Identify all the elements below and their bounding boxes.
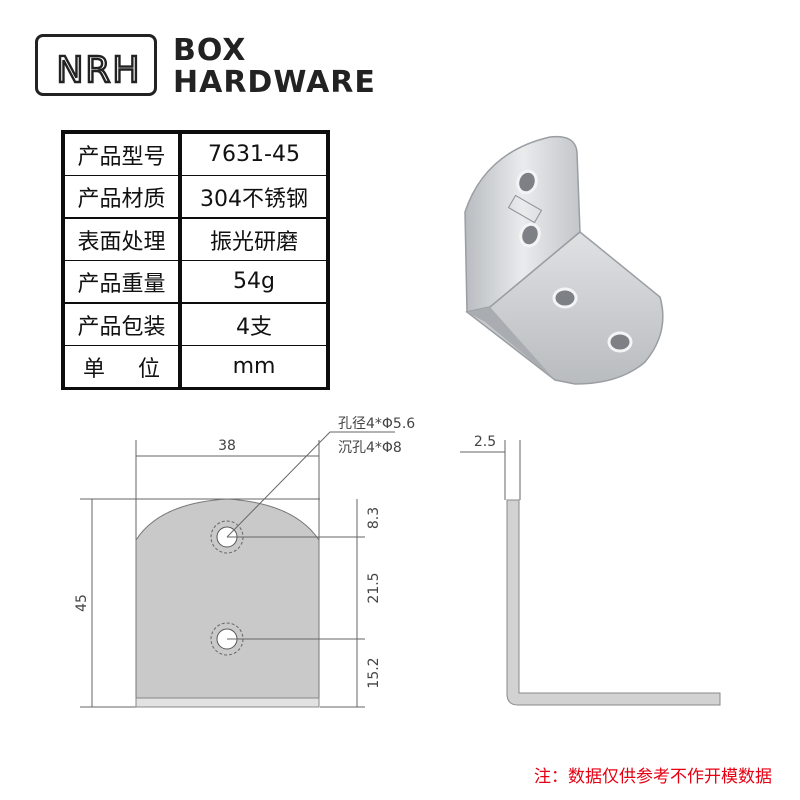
spec-row: 产品型号 7631-45 xyxy=(61,134,330,175)
spec-value: 304不锈钢 xyxy=(182,176,326,217)
hole-note-2: 沉孔4*Φ8 xyxy=(338,440,402,456)
disclaimer-note: 注：数据仅供参考不作开模数据 xyxy=(534,767,772,787)
logo: NRH xyxy=(35,34,157,96)
hole xyxy=(552,287,578,309)
logo-mark: NRH xyxy=(55,49,141,92)
dim-width: 38 xyxy=(218,438,236,454)
brand-line-1: BOX xyxy=(173,33,247,68)
dim-mid: 21.5 xyxy=(366,572,382,603)
spec-value: 54g xyxy=(182,261,326,302)
spec-label: 单 位 xyxy=(65,346,178,387)
product-photo xyxy=(464,135,664,385)
bracket-vertical-leg xyxy=(464,135,581,313)
spec-value: mm xyxy=(182,346,326,387)
spec-row: 表面处理 振光研磨 xyxy=(61,219,330,260)
logo-text: NRH xyxy=(56,50,141,91)
hole xyxy=(519,222,541,248)
spec-row: 产品重量 54g xyxy=(61,261,330,302)
spec-value: 4支 xyxy=(182,304,326,345)
brand-line-2: HARDWARE xyxy=(173,65,376,100)
technical-drawing: 38 45 孔径4*Φ5.6 沉孔4*Φ8 8.3 21.5 15.2 2.5 xyxy=(74,416,721,708)
dim-bottom: 15.2 xyxy=(366,657,382,688)
bracket-base-edge xyxy=(135,697,320,708)
dim-top: 8.3 xyxy=(366,507,382,529)
spec-row: 单 位 mm xyxy=(61,346,330,387)
leader-line xyxy=(226,431,395,538)
spec-label-part: 位 xyxy=(137,356,160,382)
spec-label-part: 单 xyxy=(83,356,106,382)
side-profile xyxy=(506,499,721,706)
spec-label: 产品重量 xyxy=(65,261,178,302)
spec-label: 产品型号 xyxy=(65,134,178,175)
spec-table: 产品型号 7631-45 产品材质 304不锈钢 表面处理 振光研磨 产品重量 … xyxy=(61,130,330,390)
spec-value: 7631-45 xyxy=(182,134,326,175)
spec-row: 产品包装 4支 xyxy=(61,304,330,345)
hole xyxy=(607,331,633,353)
engraved-logo xyxy=(507,194,543,224)
dim-height: 45 xyxy=(74,594,90,612)
spec-label: 表面处理 xyxy=(65,219,178,260)
bracket-plate xyxy=(135,498,320,699)
bracket-edge xyxy=(467,307,555,380)
hole xyxy=(516,169,538,195)
spec-row: 产品材质 304不锈钢 xyxy=(61,176,330,217)
hole-note-1: 孔径4*Φ5.6 xyxy=(338,416,415,432)
spec-label: 产品材质 xyxy=(65,176,178,217)
spec-label: 产品包装 xyxy=(65,304,178,345)
spec-value: 振光研磨 xyxy=(182,219,326,260)
dim-thickness: 2.5 xyxy=(474,434,496,450)
